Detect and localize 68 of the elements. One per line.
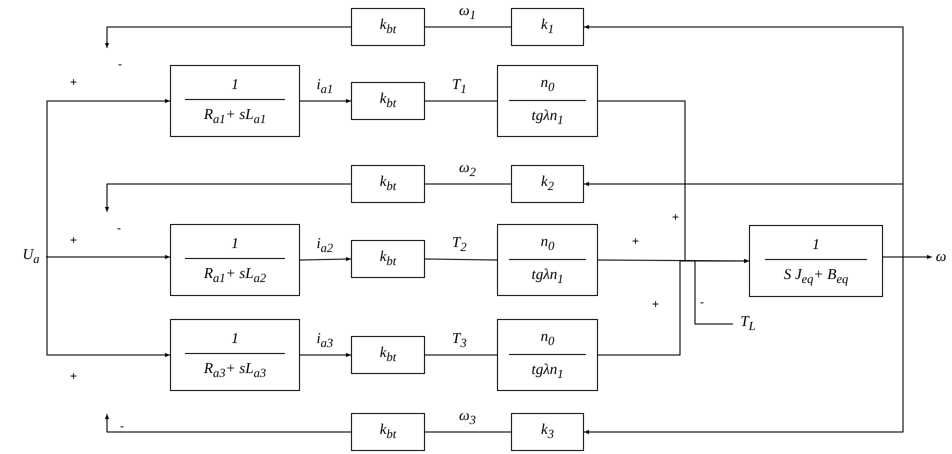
sign-label: -	[700, 296, 704, 308]
sign-label: -	[120, 420, 124, 432]
numerator: 1	[185, 330, 285, 354]
numerator: n$_{0}$	[508, 233, 586, 260]
gain-block	[351, 8, 425, 46]
signal-line	[584, 182, 904, 258]
signal-line	[300, 98, 352, 104]
signal-line	[46, 98, 170, 258]
signal-line	[694, 258, 750, 324]
gain-label: k$_{bt}$	[380, 345, 396, 365]
signal-line	[300, 352, 352, 358]
numerator: 1	[764, 236, 868, 260]
gain-block	[351, 82, 425, 120]
transfer-function-block	[497, 224, 598, 296]
sign-label: -	[118, 58, 122, 70]
sign-label: +	[70, 234, 78, 246]
gain-block	[511, 413, 584, 451]
numerator: 1	[185, 76, 285, 100]
signal-line	[104, 26, 352, 48]
denominator: R$_{a1}$+ sL$_{a1}$	[202, 106, 268, 126]
numerator: n$_{0}$	[508, 74, 586, 101]
gain-block	[351, 165, 425, 203]
sign-label: +	[70, 76, 78, 88]
numerator: n$_{0}$	[508, 328, 586, 355]
sign-label: +	[70, 370, 78, 382]
signal-label: T$_{L}$	[740, 314, 756, 334]
gain-label: k$_{bt}$	[380, 17, 396, 37]
gain-label: k$_{bt}$	[380, 91, 396, 111]
signal-line	[424, 258, 498, 260]
signal-label: ω	[936, 248, 946, 266]
transfer-function-block	[749, 225, 883, 297]
gain-block	[511, 165, 584, 203]
signal-line	[104, 414, 352, 432]
transfer-function-block	[170, 65, 300, 137]
signal-line	[424, 100, 498, 102]
gain-label: k$_{bt}$	[380, 422, 396, 442]
denominator: R$_{a3}$+ sL$_{a3}$	[202, 360, 268, 380]
signal-line	[424, 354, 498, 356]
gain-label: k$_{3}$	[541, 422, 554, 442]
gain-label: k$_{bt}$	[380, 249, 396, 269]
denominator: tgλn$_{1}$	[530, 361, 564, 382]
sign-label: +	[632, 235, 640, 247]
sign-label: -	[117, 222, 121, 234]
sign-label: +	[672, 211, 680, 223]
signal-line	[424, 26, 512, 28]
transfer-function-block	[170, 224, 300, 296]
signal-line	[104, 184, 352, 212]
gain-block	[351, 240, 425, 278]
transfer-function-block	[170, 319, 300, 391]
denominator: S J$_{eq}$+ B$_{eq}$	[782, 266, 850, 286]
gain-block	[351, 413, 425, 451]
signal-line	[46, 254, 170, 260]
numerator: 1	[185, 234, 285, 258]
denominator: tgλn$_{1}$	[530, 107, 564, 128]
transfer-function-block	[497, 319, 598, 391]
signal-line	[300, 257, 352, 262]
gain-block	[351, 336, 425, 374]
signal-line	[46, 256, 170, 358]
gain-label: k$_{2}$	[541, 174, 554, 194]
denominator: tgλn$_{1}$	[530, 266, 564, 287]
sign-label: +	[652, 298, 660, 310]
gain-label: k$_{bt}$	[380, 174, 396, 194]
gain-label: k$_{1}$	[541, 17, 554, 37]
transfer-function-block	[497, 65, 598, 137]
signal-label: U$_{a}$	[22, 247, 40, 267]
denominator: R$_{a1}$+ sL$_{a2}$	[202, 264, 268, 286]
signal-line	[584, 256, 904, 434]
gain-block	[511, 8, 584, 46]
